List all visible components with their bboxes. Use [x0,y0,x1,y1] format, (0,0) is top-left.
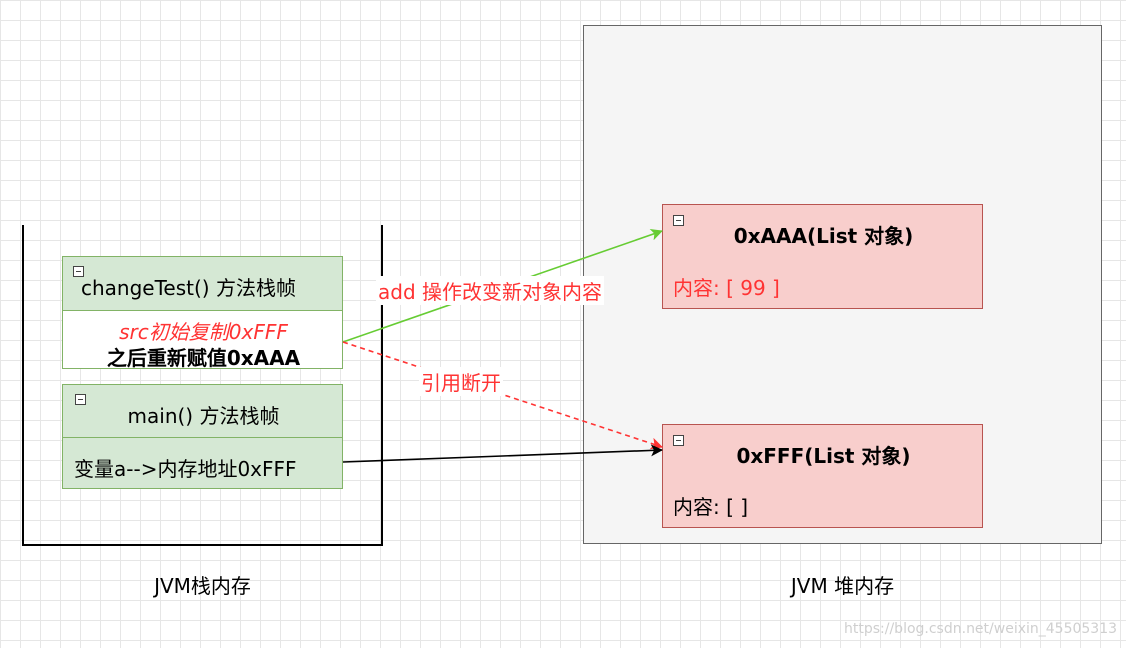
heap-memory-caption: JVM 堆内存 [790,574,895,598]
change-test-frame-title: changeTest() 方法栈帧 [81,276,296,300]
stack-bottom-wall [22,544,383,546]
add-operation-label: add 操作改变新对象内容 [376,276,605,305]
collapse-icon[interactable] [73,266,84,277]
object-aaa-content: 内容: [ 99 ] [673,276,780,300]
stack-memory-caption: JVM栈内存 [154,574,251,598]
watermark-text: https://blog.csdn.net/weixin_45505313 [844,621,1118,637]
collapse-icon[interactable] [75,394,86,405]
object-fff-body: 内容: [ ] [662,477,983,528]
object-aaa-header: 0xAAA(List 对象) [662,204,983,258]
collapse-icon[interactable] [673,435,684,446]
black-reference-arrow [342,444,663,463]
reference-broken-label: 引用断开 [419,367,503,396]
collapse-icon[interactable] [673,215,684,226]
object-fff-header: 0xFFF(List 对象) [662,424,983,478]
change-test-frame-body: src初始复制0xFFF 之后重新赋值0xAAA [62,310,343,370]
stack-left-wall [22,225,24,546]
variable-a-text: 变量a-->内存地址0xFFF [74,457,297,481]
object-fff-title: 0xFFF(List 对象) [736,444,911,468]
red-broken-reference-arrow [342,341,663,450]
src-initial-copy-text: src初始复制0xFFF [119,320,288,344]
stack-right-wall [381,225,383,546]
reassign-text: 之后重新赋值0xAAA [106,346,301,370]
change-test-frame-header: changeTest() 方法栈帧 [62,256,343,311]
main-frame-title: main() 方法栈帧 [127,404,280,428]
main-frame-body: 变量a-->内存地址0xFFF [62,437,343,489]
object-aaa-body: 内容: [ 99 ] [662,257,983,309]
object-aaa-title: 0xAAA(List 对象) [733,224,914,248]
object-fff-content: 内容: [ ] [673,495,749,519]
